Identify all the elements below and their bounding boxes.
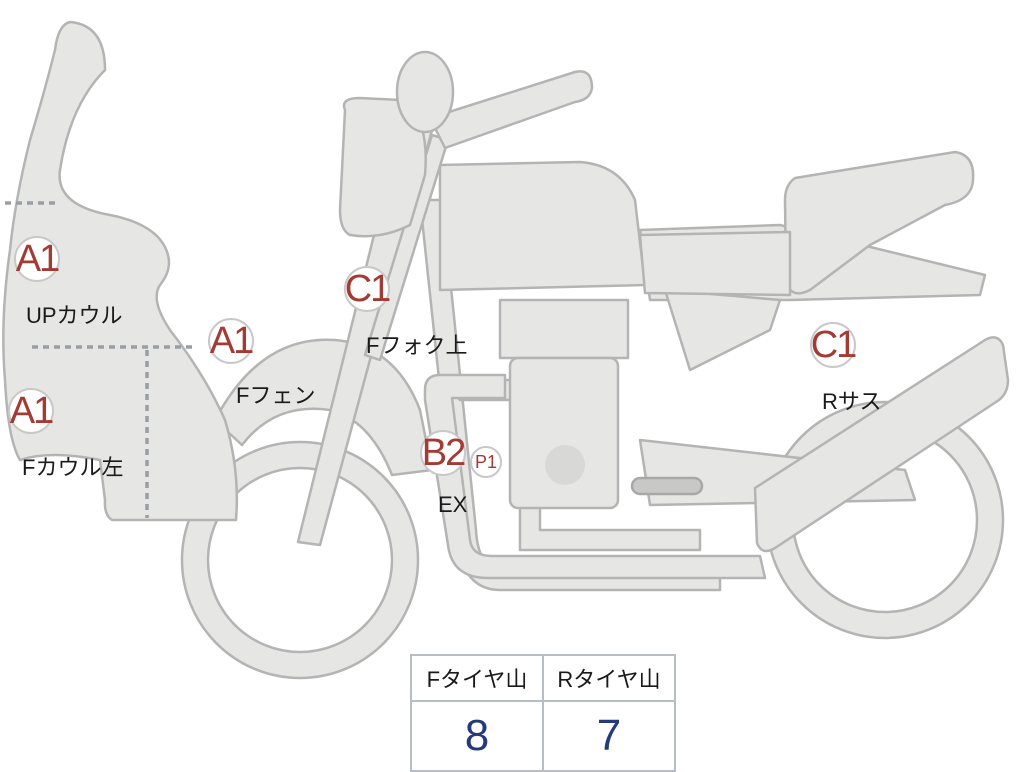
front-fender (213, 338, 434, 477)
seat (783, 150, 975, 295)
ffork-grade-marker: C1 (344, 266, 391, 312)
muffler (753, 336, 1010, 553)
exhaust-sub-grade-marker: P1 (470, 446, 502, 478)
cowl (2, 20, 239, 522)
front-wheel-outline (180, 440, 420, 680)
upcowl-grade-marker: A1 (14, 236, 60, 282)
ffender-label: Fフェン (236, 383, 316, 408)
rear-tire-value: 7 (542, 700, 676, 772)
meter (395, 50, 455, 134)
handlebar (428, 70, 594, 150)
fcowl-label: Fカウル左 (22, 455, 124, 480)
tire-tread-table: Fタイヤ山 Rタイヤ山 8 7 (410, 654, 676, 772)
ffork-label: Fフォク上 (366, 333, 468, 358)
engine-cover (545, 445, 585, 485)
engine-head (498, 298, 630, 360)
front-wheel-inner (206, 466, 394, 654)
foot-peg (630, 476, 704, 496)
engine-block (508, 356, 620, 510)
headlight (338, 96, 427, 238)
side-cover (638, 230, 792, 297)
exhaust-label: EX (438, 492, 468, 517)
rear-subframe (663, 288, 782, 372)
front-wheel (182, 442, 418, 678)
rsus-label: Rサス (822, 389, 882, 414)
front-tire-header: Fタイヤ山 (410, 654, 544, 702)
rsus-grade-marker: C1 (810, 322, 857, 368)
upcowl-label: UPカウル (26, 303, 123, 328)
exhaust-grade-marker: B2 (420, 430, 466, 476)
ffender-grade-marker: A1 (208, 318, 254, 364)
front-tire-value: 8 (410, 700, 544, 772)
fuel-tank (438, 160, 647, 292)
exhaust-pipe (423, 373, 767, 580)
rear-tire-header: Rタイヤ山 (542, 654, 676, 702)
fcowl-grade-marker: A1 (8, 388, 54, 434)
